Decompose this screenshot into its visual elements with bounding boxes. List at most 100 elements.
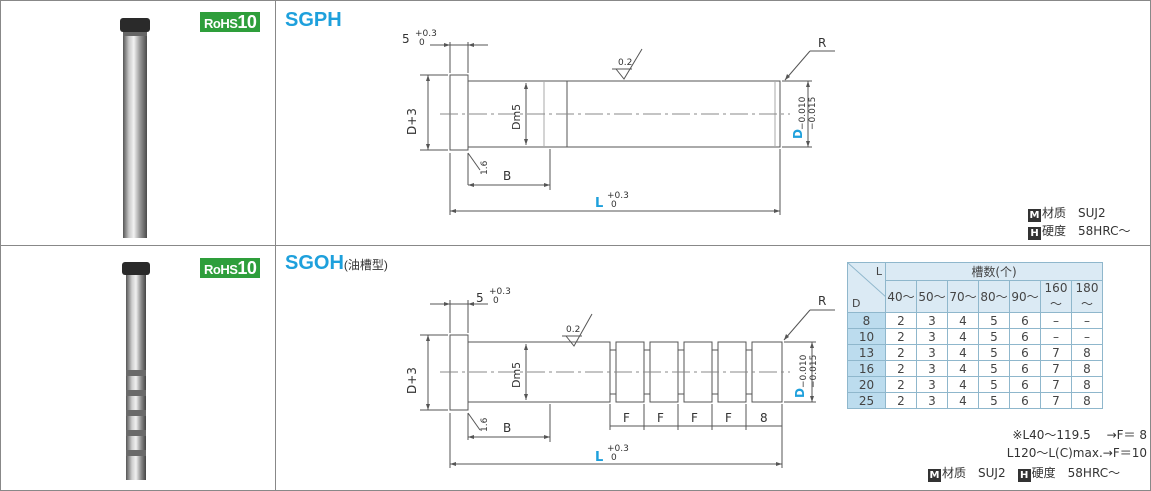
rohs-badge: RoHS10 [200, 258, 261, 278]
dim-length-b: B [503, 169, 511, 183]
table-cell: 7 [1040, 344, 1072, 361]
table-col-header: 90～ [1009, 280, 1041, 313]
dim-length-l: L [595, 196, 603, 211]
dim-tip-tol-lower: −0.015 [809, 355, 819, 388]
material-badge-icon: M [1028, 209, 1041, 222]
table-cell: 5 [978, 360, 1010, 377]
model-title: SGPH [285, 9, 342, 31]
table-cell: 6 [1009, 344, 1041, 361]
dim-length-l: L [595, 450, 603, 465]
material-badge-icon: M [928, 469, 941, 482]
table-cell: 2 [885, 376, 917, 393]
table-cell: 8 [1071, 360, 1103, 377]
table-col-header: 180～ [1071, 280, 1103, 313]
dim-groove-end: 8 [760, 411, 768, 425]
dim-head-dia: D+3 [405, 367, 419, 394]
chamfer-value: 1.6 [480, 417, 490, 432]
row-divider [0, 245, 1151, 246]
dim-shank-dia: Dm5 [510, 104, 523, 130]
table-cell: – [1071, 328, 1103, 345]
table-cell: 6 [1009, 376, 1041, 393]
table-cell: 4 [947, 344, 979, 361]
table-d-cell: 8 [847, 312, 886, 329]
note-f8: ※L40～119.5 →F＝ 8 [1012, 428, 1147, 442]
table-col-header: 80～ [978, 280, 1010, 313]
table-cell: 7 [1040, 392, 1072, 409]
table-d-cell: 20 [847, 376, 886, 393]
table-cell: 2 [885, 360, 917, 377]
dim-shank-dia: Dm5 [510, 362, 523, 388]
radius-label: R [818, 294, 826, 308]
table-cell: 2 [885, 392, 917, 409]
dim-tip-tol-lower: −0.015 [808, 97, 818, 130]
hardness-badge-icon: H [1017, 469, 1031, 482]
table-cell: – [1071, 312, 1103, 329]
table-cell: 8 [1071, 344, 1103, 361]
table-cell: 6 [1009, 392, 1041, 409]
table-cell: 8 [1071, 376, 1103, 393]
table-cell: 6 [1009, 328, 1041, 345]
note-f10: L120～L(C)max.→F＝10 [1006, 446, 1147, 460]
dim-tip-dia: D [791, 129, 805, 139]
sgoh-drawing: 5 +0.3 0 0.2 R D+3 Dm5 −0.010 −0.015 D 1… [405, 287, 835, 468]
table-cell: 6 [1009, 312, 1041, 329]
table-cell: 3 [916, 312, 948, 329]
table-col-header: 160～ [1040, 280, 1072, 313]
sgph-product-photo [120, 18, 150, 238]
dim-head-tol-lower: 0 [419, 38, 425, 48]
dim-l-tol-lower: 0 [611, 453, 617, 463]
table-col-header: 50～ [916, 280, 948, 313]
table-cell: 8 [1071, 392, 1103, 409]
sgph-drawing: 5 +0.3 0 0.2 R D+3 Dm5 −0.010 −0.015 D 1… [402, 29, 835, 215]
dim-length-b: B [503, 421, 511, 435]
table-cell: – [1040, 312, 1072, 329]
hardness-badge-icon: H [1028, 227, 1041, 240]
table-cell: 4 [947, 328, 979, 345]
dim-head-tol-lower: 0 [493, 296, 499, 306]
table-cell: 7 [1040, 360, 1072, 377]
chamfer-value: 1.6 [480, 160, 490, 175]
table-cell: 2 [885, 344, 917, 361]
table-d-cell: 10 [847, 328, 886, 345]
dim-l-tol-upper: +0.3 [607, 191, 629, 201]
table-cell: 7 [1040, 376, 1072, 393]
dim-head-thickness: 5 [402, 32, 410, 46]
rohs-badge: RoHS10 [200, 12, 261, 32]
dim-groove-f: F [725, 411, 732, 425]
roughness-value: 0.2 [618, 58, 632, 68]
model-title: SGOH(油槽型) [285, 252, 388, 274]
table-cell: 2 [885, 312, 917, 329]
table-cell: 3 [916, 392, 948, 409]
dim-groove-f: F [657, 411, 664, 425]
table-title: 槽数(个) [885, 262, 1103, 281]
dim-tip-tol-upper: −0.010 [799, 354, 809, 388]
column-divider [275, 0, 276, 491]
table-cell: 3 [916, 328, 948, 345]
table-col-header: 70～ [947, 280, 979, 313]
table-cell: 5 [978, 344, 1010, 361]
table-cell: 4 [947, 392, 979, 409]
dim-head-thickness: 5 [476, 291, 484, 305]
table-corner: L D [847, 262, 886, 313]
dim-tip-tol-upper: −0.010 [798, 96, 808, 130]
dim-head-dia: D+3 [405, 108, 419, 135]
dim-groove-f: F [691, 411, 698, 425]
table-cell: 4 [947, 360, 979, 377]
table-cell: 4 [947, 376, 979, 393]
table-d-cell: 25 [847, 392, 886, 409]
table-col-header: 40～ [885, 280, 917, 313]
table-cell: 6 [1009, 360, 1041, 377]
sgoh-product-photo [122, 262, 150, 480]
model-subtitle: (油槽型) [343, 258, 388, 272]
dim-l-tol-upper: +0.3 [607, 444, 629, 454]
table-cell: 5 [978, 392, 1010, 409]
